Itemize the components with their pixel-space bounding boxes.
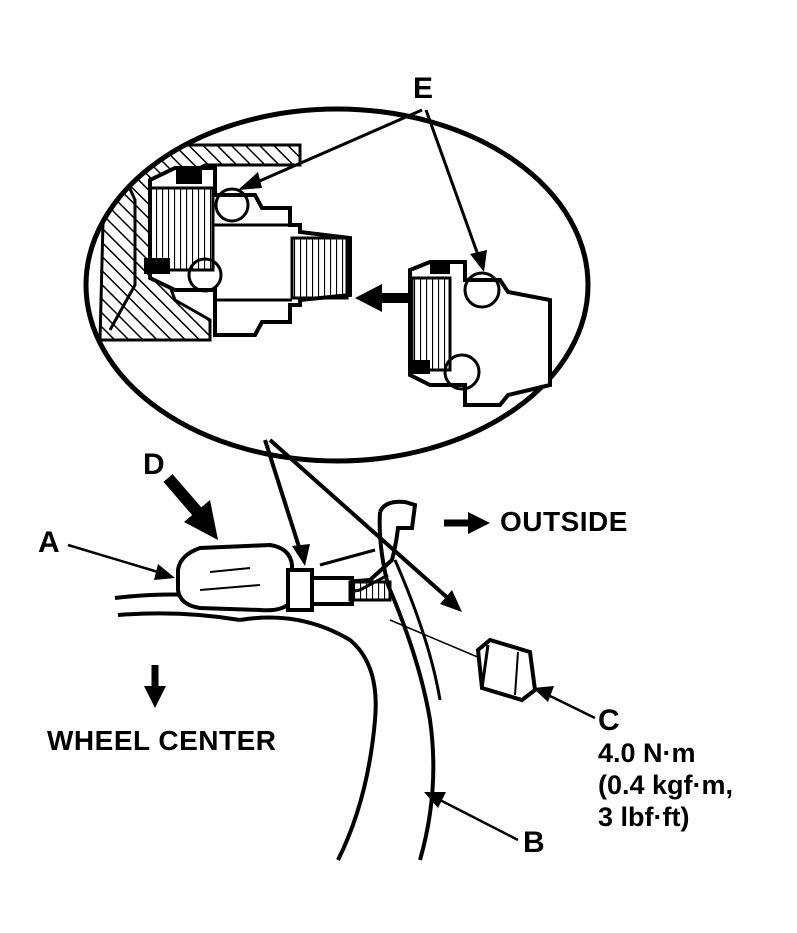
label-c: C [598, 704, 620, 737]
inset-leader-lines [263, 438, 462, 612]
install-axis-line [389, 619, 481, 659]
wheel-center-arrow-icon [144, 665, 166, 708]
label-d: D [143, 448, 165, 481]
torque-spec-line1: 4.0 N·m [598, 738, 696, 768]
label-a: A [38, 526, 60, 559]
install-direction-arrow [355, 284, 410, 312]
outside-arrow-icon [444, 512, 490, 534]
valve-stem-body [286, 568, 392, 612]
label-b: B [523, 826, 545, 859]
label-d-arrow [163, 474, 218, 540]
torque-spec-line3: 3 lbf·ft) [598, 802, 690, 832]
valve-cap-detail [408, 260, 552, 407]
label-b-leader [424, 792, 519, 842]
label-e-leaders [238, 108, 487, 272]
detail-inset [83, 106, 591, 464]
torque-spec-line2: (0.4 kgf·m, [598, 770, 734, 800]
label-c-leader [533, 686, 596, 720]
tpms-sensor-a [176, 542, 294, 613]
label-a-leader [67, 543, 175, 580]
valve-cap-c [475, 637, 538, 703]
wheel-center-label: WHEEL CENTER [47, 725, 277, 756]
label-e: E [413, 72, 434, 105]
outside-label: OUTSIDE [500, 506, 628, 537]
